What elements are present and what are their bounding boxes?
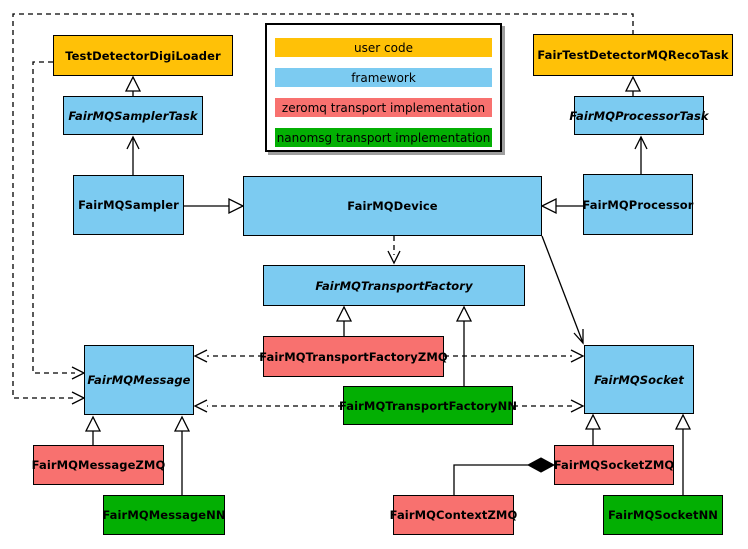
edge-transportfactorynn-to-transportfactory [455,305,473,386]
node-fairmqcontextzmq: FairMQContextZMQ [390,495,517,535]
edge-transportfactorynn-to-message [193,399,343,413]
edge-processor-to-processortask [634,135,648,174]
node-fairmqdevice: FairMQDevice [243,176,542,236]
node-fairtestdetectormqrecotask: FairTestDetectorMQRecoTask [533,34,733,76]
edge-device-to-socket [541,235,584,345]
node-fairmqsamplertask: FairMQSamplerTask [63,96,203,135]
edge-processor-to-device [540,197,583,215]
edge-transportfactoryzmq-to-socket [444,349,585,363]
edge-transportfactoryzmq-to-message [193,349,263,363]
edge-socketzmq-to-socket [584,413,602,445]
legend-item-framework: framework [275,68,492,87]
legend-label-framework: framework [351,70,416,85]
edge-sampler-to-device [184,197,245,215]
edge-contextzmq-to-socketzmq [453,457,556,495]
legend-label-user-code: user code [354,40,413,55]
edge-device-to-transportfactory [387,236,401,265]
node-fairmqmessagenn: FairMQMessageNN [102,495,226,535]
node-fairmqsampler: FairMQSampler [73,175,184,235]
node-fairmqmessagezmq: FairMQMessageZMQ [32,445,165,485]
edge-messagezmq-to-message [84,415,102,445]
node-fairmqtransportfactorynn: FairMQTransportFactoryNN [339,386,517,425]
edge-messagenn-to-message [173,415,191,495]
node-fairmqsocketnn: FairMQSocketNN [603,495,723,535]
edge-sampler-to-samplertask [126,135,140,175]
legend-item-zeromq: zeromq transport implementation [275,98,492,117]
edge-samplertask-to-digiloader [124,75,142,96]
legend: user code framework zeromq transport imp… [265,23,502,152]
node-fairmqtransportfactoryzmq: FairMQTransportFactoryZMQ [259,336,448,377]
legend-label-zeromq: zeromq transport implementation [281,100,486,115]
edge-transportfactoryzmq-to-transportfactory [335,305,353,336]
edge-socketnn-to-socket [674,413,692,495]
node-fairmqmessage: FairMQMessage [84,345,194,415]
edge-processortask-to-recotask [624,75,642,96]
node-fairmqprocessor: FairMQProcessor [582,174,693,235]
legend-label-nanomsg: nanomsg transport implementation [276,130,491,145]
edge-transportfactorynn-to-socket [513,399,585,413]
node-fairmqsocketzmq: FairMQSocketZMQ [554,445,674,485]
node-fairmqsocket: FairMQSocket [584,345,694,414]
node-testdetectordigiloader: TestDetectorDigiLoader [53,35,233,76]
legend-item-nanomsg: nanomsg transport implementation [275,128,492,147]
node-fairmqprocessortask: FairMQProcessorTask [569,96,709,135]
legend-item-user-code: user code [275,38,492,57]
node-fairmqtransportfactory: FairMQTransportFactory [263,265,525,306]
